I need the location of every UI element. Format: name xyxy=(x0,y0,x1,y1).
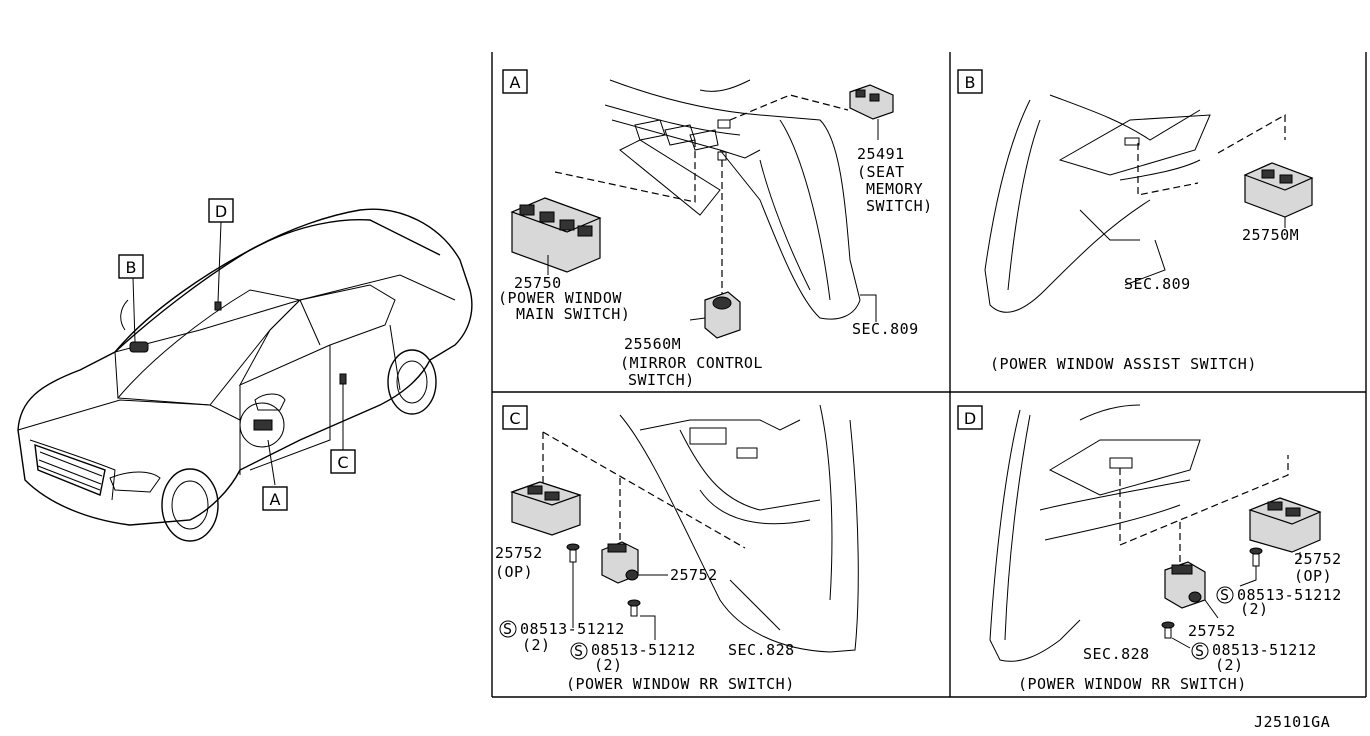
svg-text:(POWER WINDOW ASSIST SWITCH): (POWER WINDOW ASSIST SWITCH) xyxy=(990,355,1257,373)
svg-text:(SEAT: (SEAT xyxy=(857,163,905,181)
panel-c: C 25752 xyxy=(495,404,859,693)
svg-text:(MIRROR CONTROL: (MIRROR CONTROL xyxy=(620,354,763,372)
svg-text:(POWER WINDOW: (POWER WINDOW xyxy=(498,289,622,307)
seat-memory-switch xyxy=(849,84,894,140)
svg-text:25491: 25491 xyxy=(857,145,905,163)
screw-c1 xyxy=(566,543,580,563)
callout-b: B xyxy=(118,254,144,279)
screw-d2 xyxy=(1161,621,1175,639)
svg-text:D: D xyxy=(215,202,227,221)
power-window-rr-switch-op xyxy=(510,481,582,536)
svg-text:25560M: 25560M xyxy=(624,335,681,353)
svg-text:S: S xyxy=(503,620,513,638)
svg-text:(2): (2) xyxy=(522,636,551,654)
svg-text:SEC.828: SEC.828 xyxy=(1083,645,1150,663)
callout-c: C xyxy=(330,449,356,474)
svg-text:S: S xyxy=(574,642,584,660)
svg-text:C: C xyxy=(337,453,348,472)
svg-text:A: A xyxy=(510,73,521,92)
mirror-control-switch xyxy=(689,291,741,339)
svg-text:B: B xyxy=(126,258,137,277)
svg-text:D: D xyxy=(964,409,976,428)
svg-text:25752: 25752 xyxy=(1188,622,1236,640)
callout-d: D xyxy=(208,198,234,223)
power-window-assist-switch xyxy=(1243,162,1314,228)
svg-text:SWITCH): SWITCH) xyxy=(866,197,933,215)
svg-text:MAIN SWITCH): MAIN SWITCH) xyxy=(516,305,630,323)
svg-text:25750: 25750 xyxy=(514,274,562,292)
svg-text:MEMORY: MEMORY xyxy=(866,180,923,198)
svg-text:SEC.809: SEC.809 xyxy=(852,320,919,338)
svg-text:C: C xyxy=(509,409,520,428)
svg-text:08513-51212: 08513-51212 xyxy=(1237,586,1342,604)
callout-a: A xyxy=(262,486,288,511)
svg-text:(2): (2) xyxy=(1240,600,1269,618)
svg-text:SEC.828: SEC.828 xyxy=(728,641,795,659)
svg-text:25752: 25752 xyxy=(1294,550,1342,568)
panel-b: B 25750M SEC.809 (POWER WINDOW ASSIST SW… xyxy=(957,69,1314,373)
power-window-rr-switch-d xyxy=(1164,561,1206,609)
svg-text:S: S xyxy=(1220,586,1230,604)
svg-text:B: B xyxy=(965,73,976,92)
svg-text:08513-51212: 08513-51212 xyxy=(1212,641,1317,659)
svg-text:SWITCH): SWITCH) xyxy=(628,371,695,389)
svg-text:(2): (2) xyxy=(1215,656,1244,674)
svg-text:SEC.809: SEC.809 xyxy=(1124,275,1191,293)
power-window-rr-switch xyxy=(601,541,639,584)
panel-a: A xyxy=(498,69,933,389)
svg-text:(OP): (OP) xyxy=(1294,567,1332,585)
svg-text:(OP): (OP) xyxy=(495,563,533,581)
diagram-id: J25101GA xyxy=(1254,713,1330,731)
svg-text:A: A xyxy=(270,490,281,509)
svg-text:08513-51212: 08513-51212 xyxy=(520,620,625,638)
panel-grid xyxy=(491,52,1367,698)
svg-text:S: S xyxy=(1195,642,1205,660)
power-window-rr-switch-op-d xyxy=(1248,497,1322,560)
power-window-main-switch xyxy=(510,197,602,275)
screw-d1 xyxy=(1249,547,1263,567)
svg-text:(POWER WINDOW RR SWITCH): (POWER WINDOW RR SWITCH) xyxy=(1018,675,1247,693)
svg-text:25752: 25752 xyxy=(495,544,543,562)
svg-text:08513-51212: 08513-51212 xyxy=(591,641,696,659)
svg-text:(POWER WINDOW RR SWITCH): (POWER WINDOW RR SWITCH) xyxy=(566,675,795,693)
svg-text:25750M: 25750M xyxy=(1242,226,1299,244)
car-overview xyxy=(17,208,473,542)
panel-d: D xyxy=(957,404,1342,693)
svg-text:(2): (2) xyxy=(594,656,623,674)
screw-c2 xyxy=(627,599,641,617)
svg-text:25752: 25752 xyxy=(670,566,718,584)
